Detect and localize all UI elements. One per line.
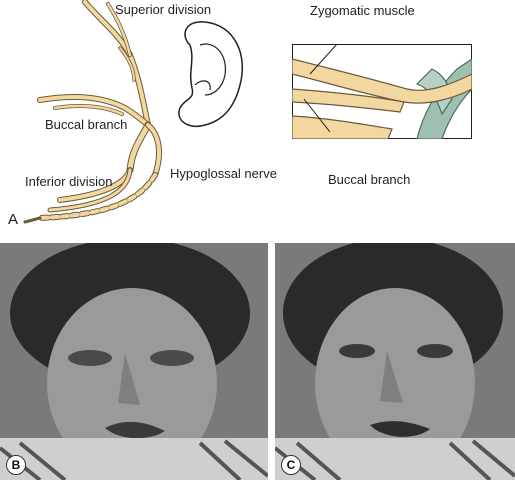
inferior-division-label: Inferior division (25, 174, 113, 189)
ear-outline (178, 21, 244, 127)
nerve-diagram (23, 0, 244, 224)
inset-diagram (292, 44, 472, 139)
photo-b: B (0, 243, 268, 480)
hypoglossal-nerve-label: Hypoglossal nerve (170, 166, 277, 181)
inset-buccal-branch-label: Buccal branch (328, 172, 411, 187)
photo-c: C (275, 243, 515, 480)
panel-a-letter: A (8, 211, 19, 228)
superior-division-label: Superior division (115, 2, 212, 17)
photo-c-letter: C (281, 455, 301, 475)
zygomatic-muscle-label: Zygomatic muscle (310, 3, 415, 18)
buccal-branch-label: Buccal branch (45, 117, 128, 132)
photo-b-letter: B (6, 455, 26, 475)
